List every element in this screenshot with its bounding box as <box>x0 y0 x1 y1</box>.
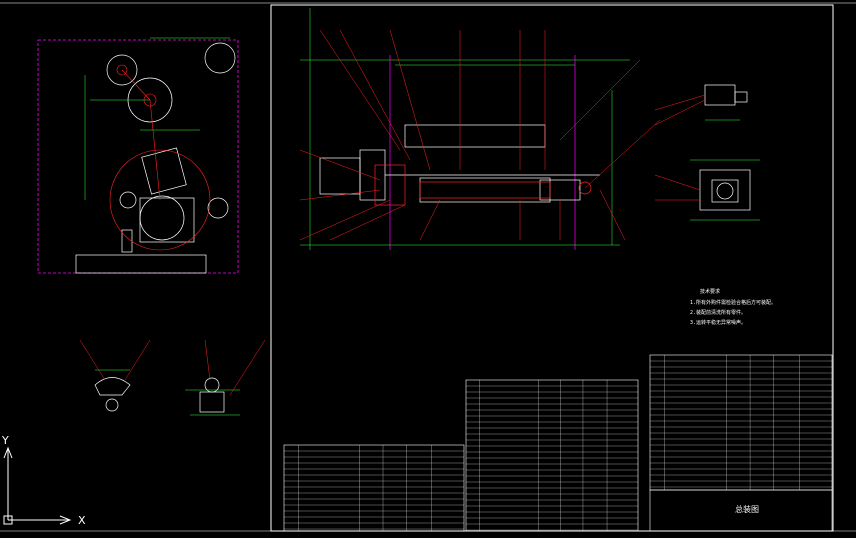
axis-x-label: X <box>78 514 86 527</box>
main-section-view <box>299 8 661 250</box>
detail-views-right <box>654 84 760 221</box>
left-view <box>37 37 239 274</box>
section-views <box>79 339 266 416</box>
tech-line: 3.运转平稳无异常噪声。 <box>690 319 746 326</box>
title-block-name: 总装图 <box>735 504 759 514</box>
parts-list: 总装图 <box>283 354 833 532</box>
tech-line: 1.所有外购件需检验合格后方可装配。 <box>690 299 776 306</box>
axis-y-label: Y <box>1 434 9 447</box>
technical-requirements: 技术要求 1.所有外购件需检验合格后方可装配。 2.装配前清洗所有零件。 3.运… <box>690 288 776 326</box>
tech-line: 2.装配前清洗所有零件。 <box>690 309 746 316</box>
tech-title: 技术要求 <box>700 288 720 295</box>
ucs-icon <box>3 446 72 525</box>
